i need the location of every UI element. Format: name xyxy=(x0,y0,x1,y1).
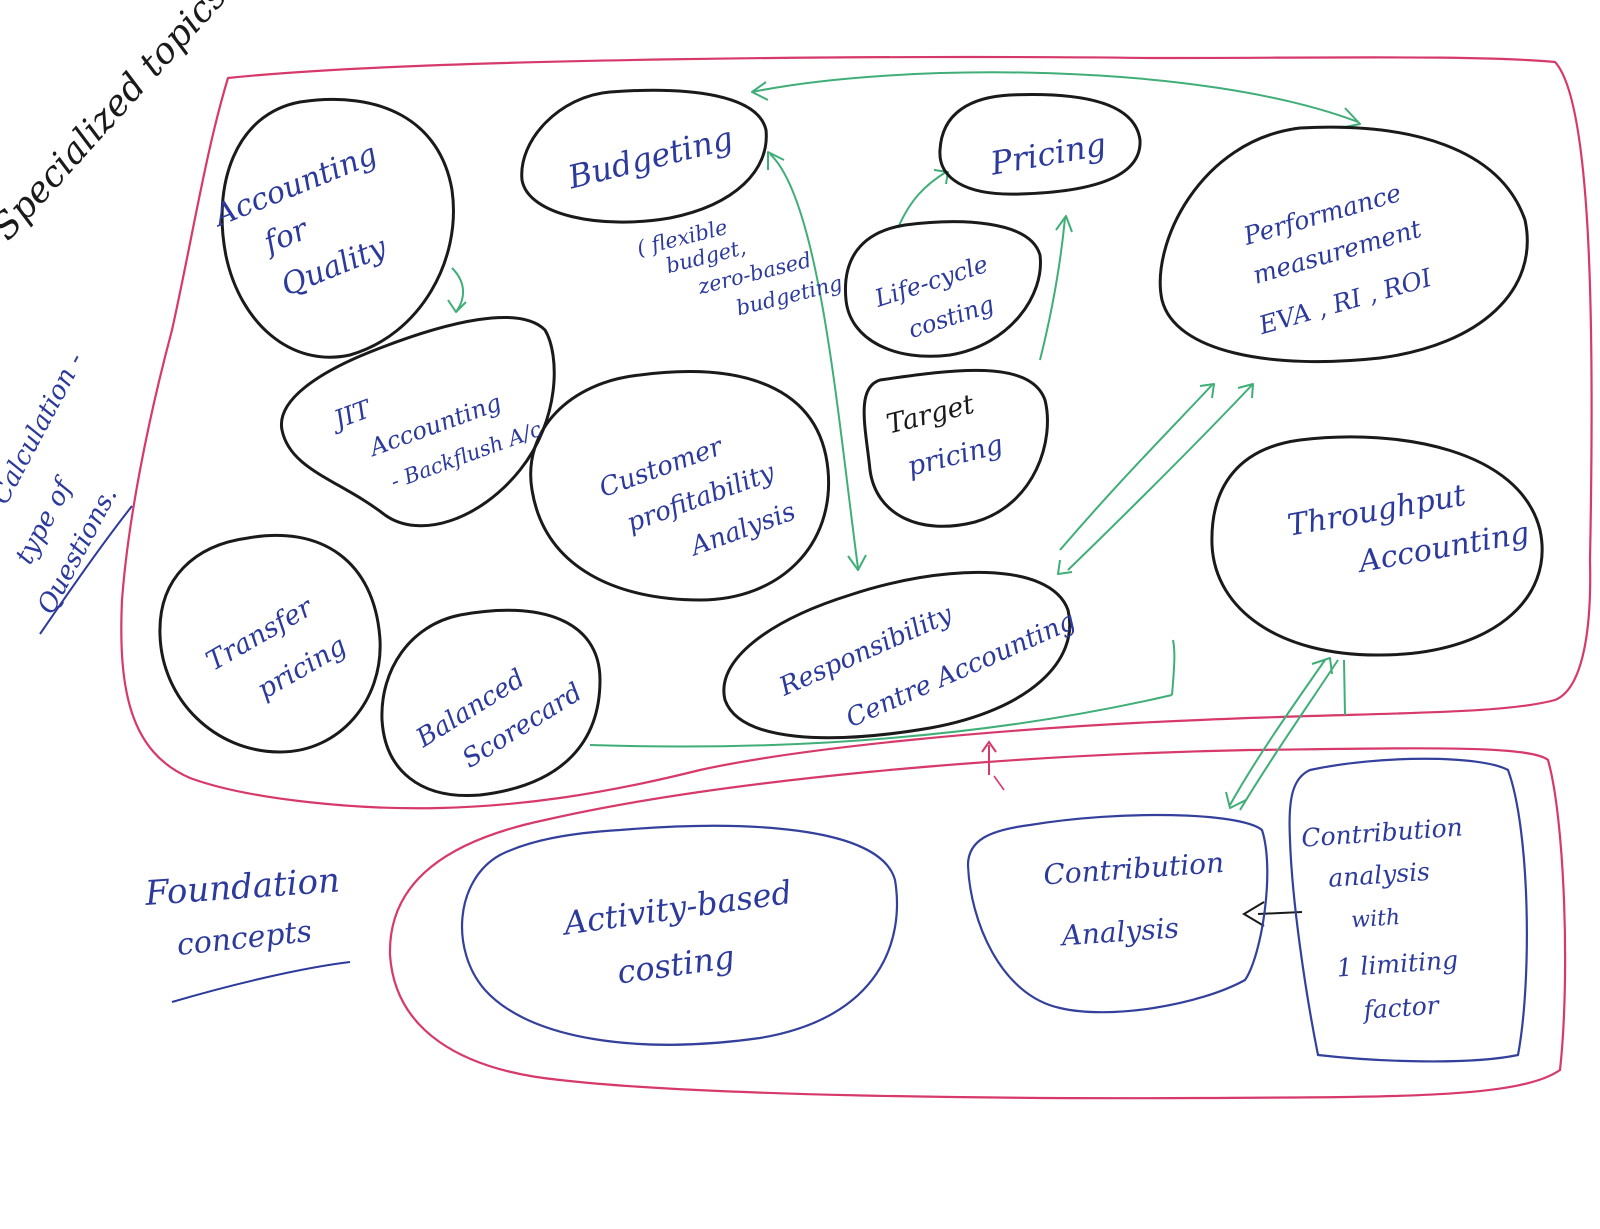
svg-text:Target: Target xyxy=(883,389,977,441)
foundation-underline xyxy=(171,961,351,1003)
budgeting-blob xyxy=(520,88,768,224)
limiting-factor-arrow xyxy=(1242,901,1303,927)
svg-text:Analysis: Analysis xyxy=(1058,911,1180,952)
customer-profitability-label: Customer profitability Analysis xyxy=(595,431,799,563)
specialized-topics-text: Specialized topics xyxy=(0,0,235,248)
svg-text:with: with xyxy=(1350,905,1401,933)
svg-text:JIT: JIT xyxy=(325,394,376,436)
abc-blob xyxy=(460,824,899,1046)
svg-text:Contribution: Contribution xyxy=(1042,846,1225,892)
limiting-factor-blob xyxy=(1288,757,1528,1063)
throughput-label: Throughput Accounting xyxy=(1285,478,1532,581)
balanced-scorecard-blob xyxy=(380,608,602,798)
contribution-blob xyxy=(966,813,1269,1014)
accounting-quality-blob xyxy=(220,97,455,359)
specialized-topics-label: Specialized topics xyxy=(0,0,235,248)
jit-blob xyxy=(280,315,556,528)
specialized-topics-region xyxy=(120,55,1593,810)
budgeting-note: ( flexible budget, zero-based budgeting xyxy=(634,215,844,320)
foundation-concepts-region xyxy=(388,747,1567,1100)
contribution-label: Contribution Analysis xyxy=(1042,846,1225,953)
calculation-line-1: Calculation - xyxy=(0,348,91,510)
life-cycle-label: Life-cycle costing xyxy=(871,250,998,344)
customer-profitability-blob xyxy=(529,370,831,602)
limiting-factor-label: Contribution analysis with 1 limiting fa… xyxy=(1300,812,1463,1024)
svg-text:Pricing: Pricing xyxy=(987,125,1109,183)
svg-text:factor: factor xyxy=(1361,990,1442,1024)
relationship-arrows xyxy=(447,71,1361,811)
transfer-pricing-label: Transfer pricing xyxy=(201,591,352,706)
target-pricing-blob xyxy=(862,368,1049,528)
svg-text:for: for xyxy=(257,212,314,262)
calculation-underline xyxy=(39,505,133,635)
performance-label: Performance measurement EVA , RI , ROI xyxy=(1239,178,1436,340)
responsibility-centre-blob xyxy=(722,570,1072,740)
budgeting-label: Budgeting xyxy=(563,119,736,197)
foundation-link-arrow xyxy=(981,740,1005,791)
svg-text:1 limiting: 1 limiting xyxy=(1336,945,1459,982)
target-pricing-label: Target pricing xyxy=(883,389,1006,483)
svg-text:pricing: pricing xyxy=(904,429,1006,483)
foundation-concepts-label: Foundation concepts xyxy=(143,860,351,1003)
svg-text:Budgeting: Budgeting xyxy=(563,119,736,197)
svg-text:Activity-based: Activity-based xyxy=(558,873,794,943)
foundation-line-2: concepts xyxy=(175,914,313,963)
pricing-blob xyxy=(938,93,1142,196)
life-cycle-blob xyxy=(843,220,1042,358)
throughput-blob xyxy=(1210,435,1544,657)
svg-text:Contribution: Contribution xyxy=(1300,812,1463,852)
performance-blob xyxy=(1158,125,1529,364)
pricing-label: Pricing xyxy=(987,125,1109,183)
foundation-line-1: Foundation xyxy=(143,860,341,914)
svg-text:costing: costing xyxy=(615,938,737,992)
jit-label: JIT Accounting - Backflush A/c xyxy=(325,388,545,493)
svg-text:Centre Accounting: Centre Accounting xyxy=(842,606,1081,734)
calculation-label: Calculation - type of Questions. xyxy=(0,348,133,635)
svg-text:analysis: analysis xyxy=(1327,857,1430,893)
responsibility-centre-label: Responsibility Centre Accounting xyxy=(774,599,1081,734)
abc-label: Activity-based costing xyxy=(558,873,794,992)
transfer-pricing-blob xyxy=(158,533,382,754)
